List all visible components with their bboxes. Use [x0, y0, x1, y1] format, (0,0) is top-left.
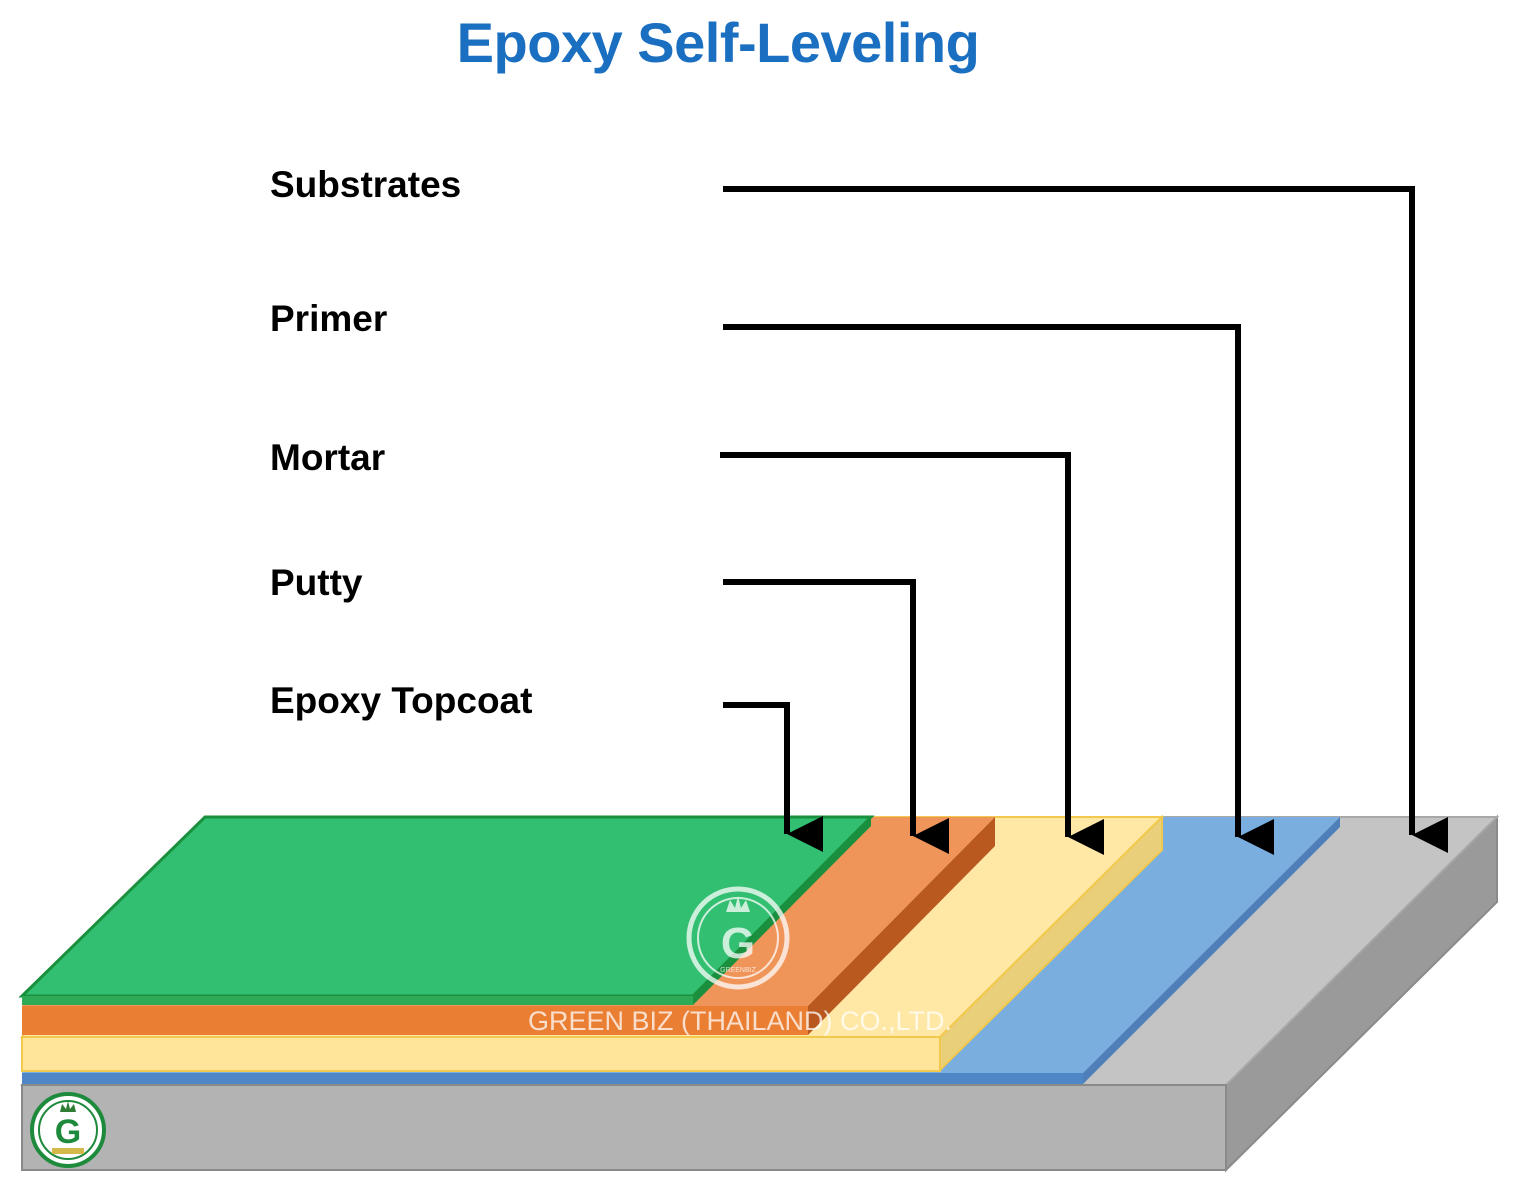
arrow-putty	[723, 579, 949, 854]
corner-logo-letter: G	[55, 1113, 81, 1151]
arrow-substrates	[723, 186, 1448, 853]
corner-logo: G	[30, 1092, 106, 1168]
diagram-title: Epoxy Self-Leveling	[456, 11, 980, 74]
arrow-mortar	[720, 452, 1104, 855]
label-putty: Putty	[270, 562, 363, 603]
label-epoxy-topcoat: Epoxy Topcoat	[270, 680, 533, 721]
label-mortar: Mortar	[270, 437, 386, 478]
arrow-primer	[723, 324, 1274, 855]
watermark-logo-icon	[686, 886, 790, 990]
watermark-crown-icon	[726, 896, 750, 912]
watermark-logo-letter: G	[721, 919, 755, 968]
watermark: G GREENBIZ GREEN BIZ (THAILAND) CO.,LTD.	[528, 886, 952, 1036]
label-substrates: Substrates	[270, 164, 462, 205]
arrow-epoxy-topcoat	[723, 702, 823, 852]
crown-icon	[60, 1101, 76, 1112]
label-primer: Primer	[270, 298, 388, 339]
watermark-company-text: GREEN BIZ (THAILAND) CO.,LTD.	[528, 1006, 952, 1036]
watermark-logo-subtext: GREENBIZ	[720, 967, 757, 974]
topcoat-layer	[18, 815, 875, 1005]
